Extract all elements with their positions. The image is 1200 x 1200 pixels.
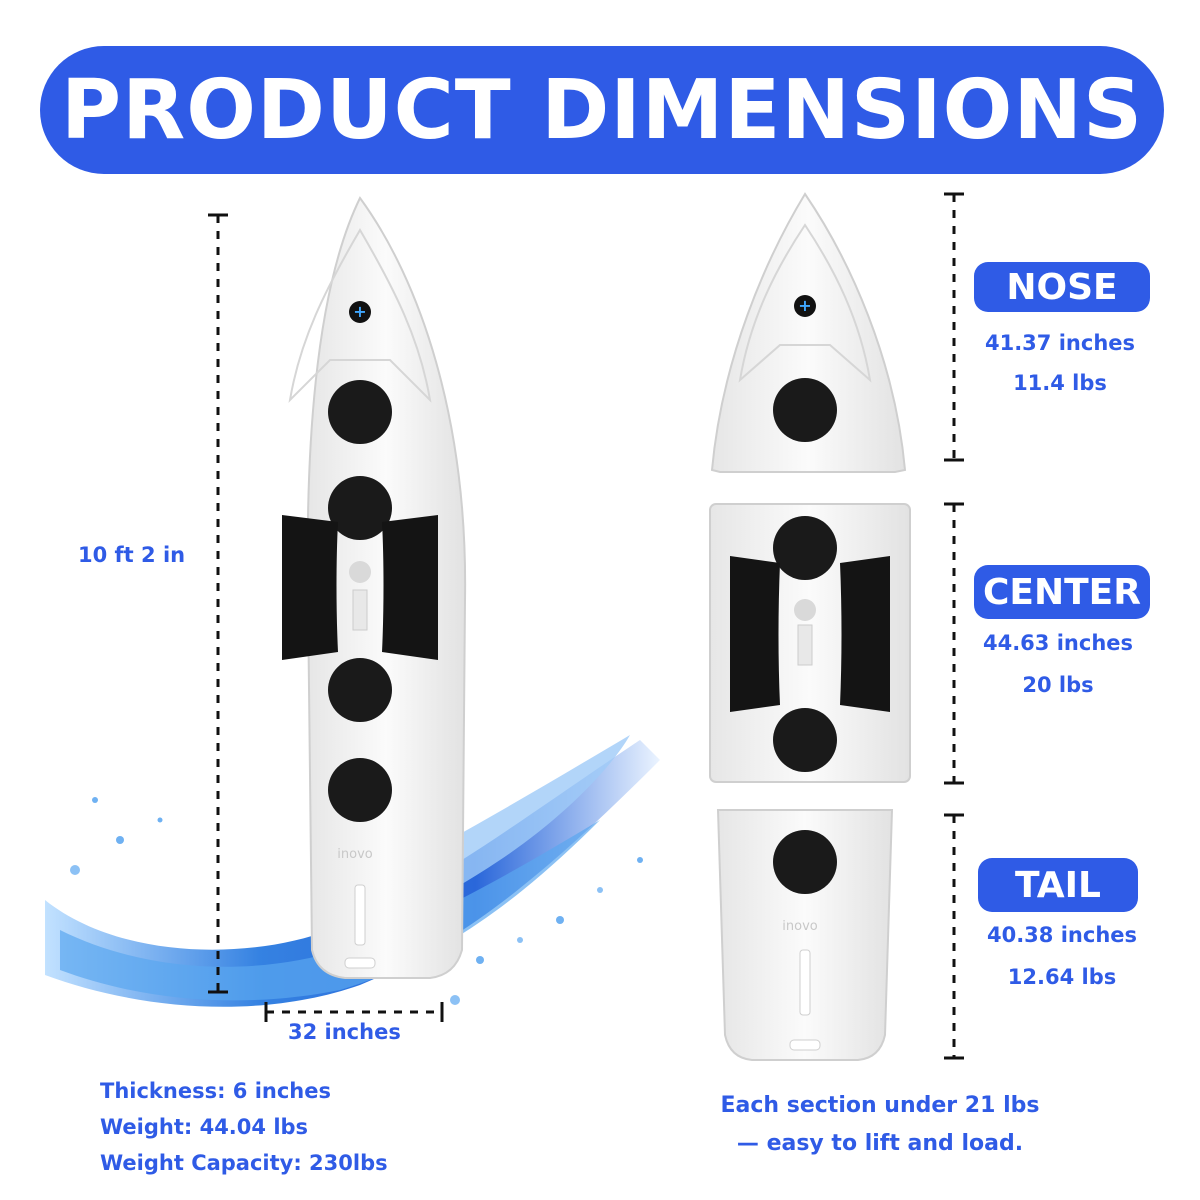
hatch-cover-icon [328,380,392,444]
nose-length: 41.37 inches [984,331,1136,355]
hatch-cover-icon [328,658,392,722]
board-specs: Thickness: 6 inches Weight: 44.04 lbs We… [100,1073,388,1181]
hatch-cover-icon [328,758,392,822]
length-dimension-line [208,213,228,994]
thickness-spec: Thickness: 6 inches [100,1079,331,1103]
center-label: CENTER [974,565,1150,619]
tail-section: inovo [716,809,894,1061]
nose-dimension-line [944,192,964,462]
nose-section: + [710,192,907,473]
footer-note-line-2: — easy to lift and load. [736,1131,1024,1156]
center-dimension-line [944,502,964,785]
title-banner: PRODUCT DIMENSIONS [40,46,1164,174]
deck-pad-right [840,556,890,712]
hatch-cover-icon [773,516,837,580]
nose-specs: 41.37 inches 11.4 lbs [960,323,1160,403]
capacity-spec: Weight Capacity: 230lbs [100,1151,388,1175]
footer-note: Each section under 21 lbs — easy to lift… [680,1087,1080,1163]
center-length: 44.63 inches [982,631,1134,655]
hatch-cover-icon [773,830,837,894]
hatch-cover-icon [773,378,837,442]
svg-text:+: + [798,296,811,315]
nose-weight: 11.4 lbs [1013,371,1107,395]
board-width-label: 32 inches [288,1020,401,1044]
tail-specs: 40.38 inches 12.64 lbs [962,914,1162,998]
tail-length: 40.38 inches [986,923,1138,947]
full-board: + inovo [282,196,467,979]
brand-mark: inovo [337,847,372,862]
tail-dimension-line [944,813,964,1060]
board-length-label: 10 ft 2 in [78,543,186,567]
center-section [709,503,911,783]
deck-pad-left [730,556,780,712]
tail-weight: 12.64 lbs [1007,965,1117,989]
center-weight: 20 lbs [1022,673,1094,697]
page-title: PRODUCT DIMENSIONS [60,62,1144,158]
brand-mark: inovo [782,919,817,934]
center-specs: 44.63 inches 20 lbs [956,622,1160,706]
nose-plug-icon [794,295,816,317]
nose-label: NOSE [974,262,1150,312]
footer-note-line-1: Each section under 21 lbs [720,1093,1040,1118]
weight-spec: Weight: 44.04 lbs [100,1115,309,1139]
deck-pad-right [382,515,438,660]
deck-pad-left [282,515,338,660]
hatch-cover-icon [328,476,392,540]
hatch-cover-icon [773,708,837,772]
tail-label: TAIL [978,858,1138,912]
svg-text:+: + [353,302,366,321]
width-dimension-line [264,1002,444,1022]
nose-plug-icon [349,301,371,323]
